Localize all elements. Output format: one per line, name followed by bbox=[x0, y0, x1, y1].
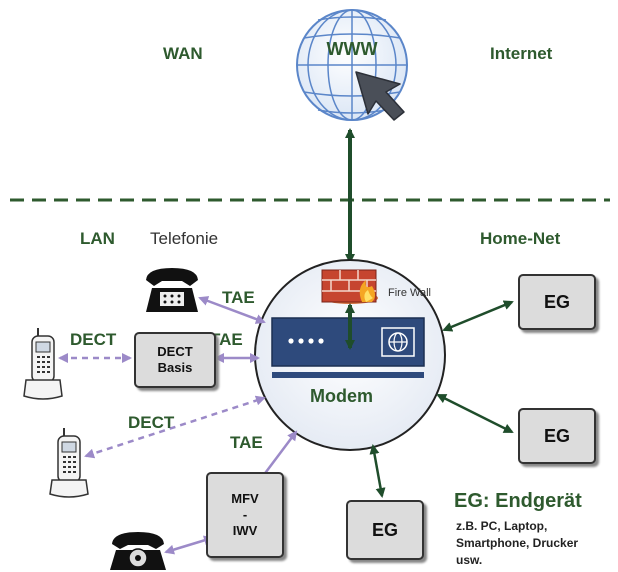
rotary-telephone-icon bbox=[110, 532, 166, 570]
dect-base-line2: Basis bbox=[157, 360, 193, 375]
dect-base-line1: DECT bbox=[157, 343, 193, 359]
endgeraet-box: EG bbox=[518, 274, 596, 330]
eg-link-arrow-1 bbox=[442, 300, 514, 332]
endgeraet-box: EG bbox=[518, 408, 596, 464]
firewall-label: Fire Wall bbox=[388, 287, 431, 299]
eg-link-arrow-3 bbox=[369, 444, 386, 498]
globe-label: WWW bbox=[327, 39, 378, 59]
legend-title: EG: Endgerät bbox=[454, 490, 582, 512]
tae-label: TAE bbox=[230, 433, 263, 452]
endgeraet-box: EG bbox=[346, 500, 424, 560]
mfv-iwv-line3: IWV bbox=[232, 523, 258, 539]
mfv-phone-link-arrow bbox=[164, 535, 214, 555]
dect-base-station-box: DECT Basis bbox=[134, 332, 216, 388]
mfv-iwv-box: MFV - IWV bbox=[206, 472, 284, 558]
legend-line-3: usw. bbox=[456, 553, 483, 567]
cursor-arrow-icon bbox=[355, 71, 405, 121]
dect-label: DECT bbox=[128, 413, 175, 432]
tae-label: TAE bbox=[222, 288, 255, 307]
tae-link-arrow-1 bbox=[198, 296, 266, 324]
dect-label: DECT bbox=[70, 330, 117, 349]
dect-handset-icon bbox=[23, 328, 63, 400]
wan-label: WAN bbox=[163, 44, 203, 63]
internet-label: Internet bbox=[490, 44, 553, 63]
legend-line-2: Smartphone, Drucker bbox=[456, 536, 579, 550]
dect-handset-icon bbox=[49, 428, 89, 498]
dect-link-arrow-2 bbox=[84, 395, 266, 459]
telefonie-label: Telefonie bbox=[150, 229, 219, 248]
eg-link-arrow-2 bbox=[436, 393, 514, 434]
home-net-label: Home-Net bbox=[480, 229, 561, 248]
firewall-icon bbox=[321, 269, 378, 304]
lan-label: LAN bbox=[80, 229, 115, 248]
tae-label: TAE bbox=[210, 330, 243, 349]
mfv-iwv-line1: MFV bbox=[231, 490, 259, 506]
legend-line-1: z.B. PC, Laptop, bbox=[456, 519, 548, 533]
desk-telephone-icon bbox=[146, 268, 198, 312]
mfv-iwv-line2: - bbox=[242, 506, 248, 522]
modem-label: Modem bbox=[310, 386, 373, 406]
